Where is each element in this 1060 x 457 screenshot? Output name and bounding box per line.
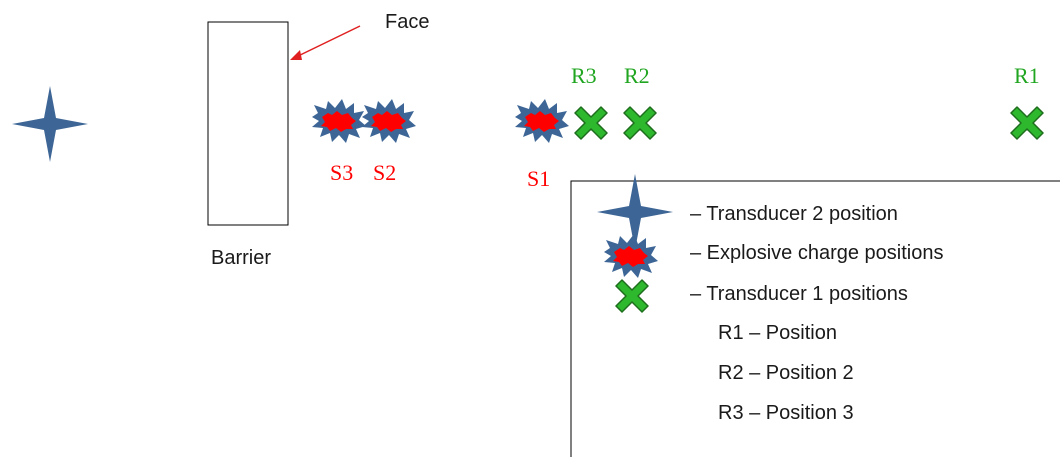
charge-label-s3: S3 bbox=[330, 160, 353, 185]
charge-s1-icon bbox=[515, 99, 569, 143]
receiver-label-r2: R2 bbox=[624, 63, 650, 88]
barrier-rect bbox=[207, 21, 289, 226]
charge-label-s1: S1 bbox=[527, 166, 550, 191]
transducer-2-star-icon bbox=[12, 86, 88, 162]
legend-border bbox=[570, 180, 1060, 457]
charge-label-s2: S2 bbox=[373, 160, 396, 185]
barrier-label: Barrier bbox=[211, 247, 271, 269]
face-arrow-line bbox=[293, 25, 361, 59]
face-label: Face bbox=[385, 11, 429, 33]
face-arrow-head bbox=[290, 50, 302, 60]
receiver-r2-cross-icon bbox=[623, 106, 657, 140]
legend-explosion-icon bbox=[604, 234, 658, 278]
receiver-label-r1: R1 bbox=[1014, 63, 1040, 88]
receiver-r1-cross-icon bbox=[1010, 106, 1044, 140]
legend-entry-transducer-2: – Transducer 2 position bbox=[690, 203, 898, 225]
legend-green-cross-icon bbox=[615, 279, 649, 313]
legend-position-r1: R1 – Position bbox=[718, 322, 837, 344]
receiver-r3-cross-icon bbox=[574, 106, 608, 140]
legend-position-r2: R2 – Position 2 bbox=[718, 362, 854, 384]
receiver-label-r3: R3 bbox=[571, 63, 597, 88]
legend-position-r3: R3 – Position 3 bbox=[718, 402, 854, 424]
charge-s2-icon bbox=[362, 99, 416, 143]
legend-entry-transducer-1: – Transducer 1 positions bbox=[690, 283, 908, 305]
legend-entry-explosive-charge: – Explosive charge positions bbox=[690, 242, 943, 264]
charge-s3-icon bbox=[312, 99, 366, 143]
